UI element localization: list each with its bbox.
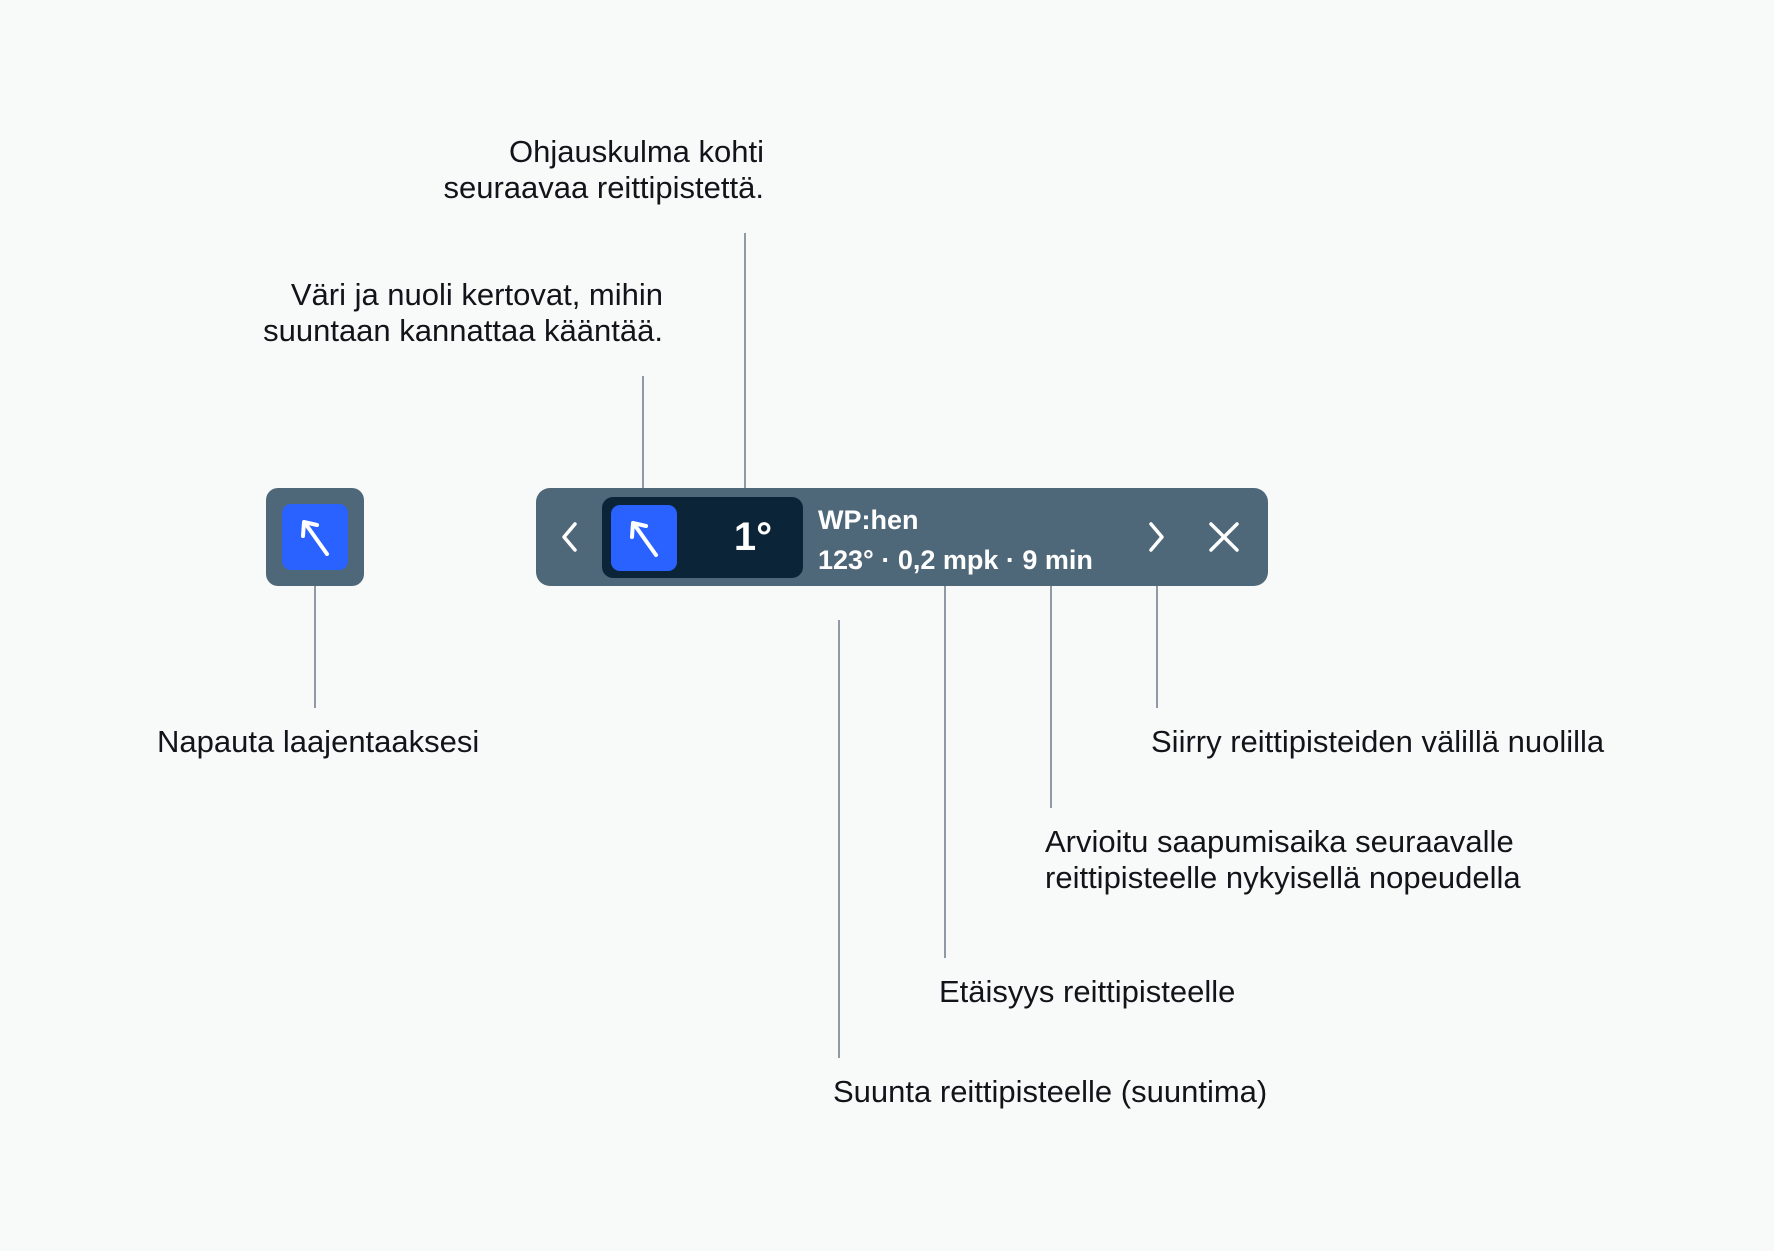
leader-line-eta (1050, 570, 1052, 808)
callout-eta: Arvioitu saapumisaika seuraavalle reitti… (1045, 824, 1521, 895)
leader-line-color-arrow (642, 376, 644, 516)
previous-waypoint-button[interactable] (550, 515, 590, 559)
steering-indicator: 1° (602, 497, 803, 578)
close-icon (1209, 522, 1239, 552)
leader-line-bearing (838, 620, 840, 1058)
callout-bearing: Suunta reittipisteelle (suuntima) (833, 1074, 1268, 1109)
callout-tap-expand: Napauta laajentaaksesi (157, 724, 480, 759)
callout-navigate: Siirry reittipisteiden välillä nuolilla (1151, 724, 1605, 759)
callout-steering-angle: Ohjauskulma kohti seuraavaa reittipistet… (443, 134, 764, 205)
waypoint-info: 123° · 0,2 mpk · 9 min (818, 545, 1093, 575)
arrow-up-left-icon (301, 520, 329, 556)
next-waypoint-button[interactable] (1136, 515, 1176, 559)
arrow-up-left-icon (630, 521, 658, 557)
chevron-left-icon (562, 522, 577, 552)
leader-line-navigate (1156, 570, 1158, 708)
waypoint-bar: 1° WP:hen 123° · 0,2 mpk · 9 min (536, 488, 1268, 586)
collapsed-widget[interactable] (266, 488, 364, 586)
close-button[interactable] (1204, 515, 1244, 559)
leader-line-tap-expand (314, 570, 316, 708)
leader-line-steering-angle (744, 233, 746, 513)
leader-line-distance (944, 570, 946, 958)
expand-button[interactable] (282, 504, 348, 570)
steering-direction-button[interactable] (611, 505, 677, 571)
callout-distance: Etäisyys reittipisteelle (939, 974, 1236, 1009)
callout-color-arrow: Väri ja nuoli kertovat, mihin suuntaan k… (263, 277, 663, 348)
waypoint-title: WP:hen (818, 505, 919, 535)
steering-angle-value: 1° (733, 515, 773, 559)
chevron-right-icon (1149, 522, 1164, 552)
